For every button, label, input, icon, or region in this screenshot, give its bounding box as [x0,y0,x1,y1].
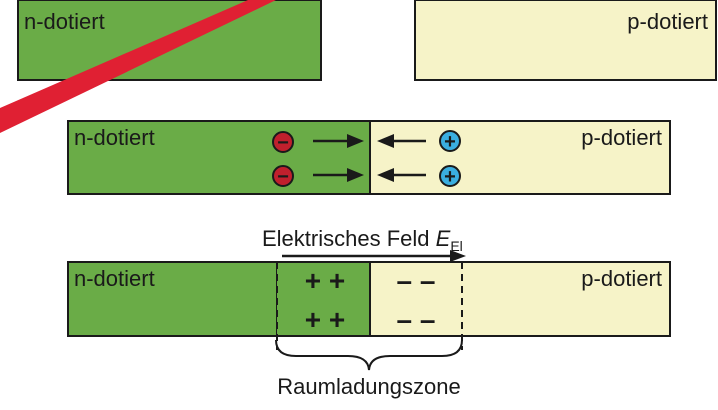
positive-charges-row-2: + + [305,304,345,335]
middle-row: n-dotiert p-dotiert − − [67,120,671,195]
bottom-n-depletion [277,262,370,336]
bottom-p-label: p-dotiert [581,266,662,291]
field-label: Elektrisches Feld EEl [262,226,463,254]
top-p-block [414,0,717,81]
arrow-right-2 [313,168,364,182]
electron-2-symbol: − [277,166,289,188]
top-n-label: n-dotiert [24,9,105,34]
middle-p-block [369,120,671,195]
arrow-left-1 [377,134,426,148]
zone-label: Raumladungszone [277,374,460,399]
arrow-left-2 [377,168,426,182]
field-subscript: El [450,238,462,254]
arrow-right-1 [313,134,364,148]
negative-charges-row-1: – – [397,265,436,296]
zone-brace [275,339,463,371]
bottom-n-label: n-dotiert [74,266,155,291]
top-row: n-dotiert p-dotiert [0,0,717,133]
hole-2: + [439,165,461,188]
field-symbol: E [436,226,451,251]
middle-p-label: p-dotiert [581,125,662,150]
electron-2: − [272,165,294,188]
middle-n-label: n-dotiert [74,125,155,150]
top-p-label: p-dotiert [627,9,708,34]
field-label-text: Elektrisches Feld [262,226,436,251]
hole-1-symbol: + [444,131,456,153]
hole-2-symbol: + [444,166,456,188]
negative-charges-row-2: – – [397,304,436,335]
positive-charges-row-1: + + [305,265,345,296]
bottom-row: n-dotiert p-dotiert + + + + – – – – [67,261,671,350]
bottom-p-block [369,261,671,337]
hole-1: + [439,130,461,153]
bottom-n-block [67,261,278,337]
electron-1: − [272,131,294,154]
cross-out-stroke [0,0,276,133]
electron-1-symbol: − [277,132,289,154]
electric-field: Elektrisches Feld EEl [262,226,466,262]
field-arrow [282,250,466,262]
